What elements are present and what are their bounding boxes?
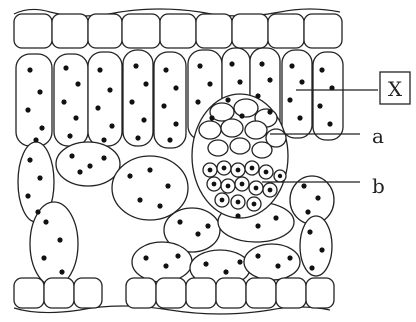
chloroplast-dot bbox=[267, 77, 272, 82]
chloroplast-dot bbox=[97, 67, 102, 72]
chloroplast-dot bbox=[237, 259, 242, 264]
chloroplast-dot bbox=[37, 175, 42, 180]
lower-epidermis bbox=[14, 278, 334, 308]
chloroplast-dot bbox=[239, 113, 244, 118]
chloroplast-dot bbox=[275, 263, 280, 268]
chloroplast-dot bbox=[157, 203, 162, 208]
chloroplast-dot bbox=[141, 117, 146, 122]
chloroplast-dot bbox=[177, 219, 182, 224]
chloroplast-dot bbox=[163, 67, 168, 72]
chloroplast-dot bbox=[173, 85, 178, 90]
chloroplast-dot bbox=[163, 263, 168, 268]
chloroplast-dot bbox=[267, 109, 272, 114]
chloroplast-dot bbox=[225, 97, 230, 102]
chloroplast-dot bbox=[167, 137, 172, 142]
chloroplast-dot bbox=[63, 65, 68, 70]
chloroplast-dot bbox=[207, 81, 212, 86]
chloroplast-dot bbox=[25, 107, 30, 112]
chloroplast-dot bbox=[173, 121, 178, 126]
chloroplast-dot bbox=[259, 61, 264, 66]
chloroplast-dot bbox=[209, 115, 214, 120]
chloroplast-dot bbox=[297, 115, 302, 120]
chloroplast-dot bbox=[37, 89, 42, 94]
chloroplast-dot bbox=[307, 229, 312, 234]
chloroplast-dot bbox=[43, 219, 48, 224]
chloroplast-dot bbox=[229, 61, 234, 66]
chloroplast-dot bbox=[127, 173, 132, 178]
chloroplast-dot bbox=[309, 265, 314, 270]
chloroplast-dot bbox=[143, 255, 148, 260]
chloroplast-dot bbox=[75, 81, 80, 86]
chloroplast-dot bbox=[223, 269, 228, 274]
chloroplast-dot bbox=[301, 183, 306, 188]
chloroplast-dot bbox=[237, 79, 242, 84]
label-x: X bbox=[388, 77, 403, 101]
chloroplast-dot bbox=[33, 137, 38, 142]
chloroplast-dot bbox=[317, 103, 322, 108]
chloroplast-dot bbox=[73, 115, 78, 120]
chloroplast-dot bbox=[101, 155, 106, 160]
chloroplast-dot bbox=[35, 209, 40, 214]
chloroplast-dot bbox=[319, 247, 324, 252]
chloroplast-dot bbox=[129, 99, 134, 104]
chloroplast-dot bbox=[203, 261, 208, 266]
chloroplast-dot bbox=[143, 81, 148, 86]
chloroplast-dot bbox=[95, 105, 100, 110]
chloroplast-dot bbox=[305, 209, 310, 214]
chloroplast-dot bbox=[255, 93, 260, 98]
vascular-bundle bbox=[192, 94, 288, 218]
chloroplast-dot bbox=[101, 137, 106, 142]
chloroplast-dot bbox=[287, 97, 292, 102]
chloroplast-dot bbox=[195, 231, 200, 236]
chloroplast-dot bbox=[59, 269, 64, 274]
chloroplast-dot bbox=[327, 121, 332, 126]
chloroplast-dot bbox=[255, 253, 260, 258]
chloroplast-dot bbox=[289, 63, 294, 68]
chloroplast-dot bbox=[195, 99, 200, 104]
chloroplast-dot bbox=[107, 87, 112, 92]
chloroplast-dot bbox=[315, 195, 320, 200]
chloroplast-dot bbox=[165, 183, 170, 188]
chloroplast-dot bbox=[287, 255, 292, 260]
chloroplast-dot bbox=[133, 63, 138, 68]
chloroplast-dot bbox=[57, 237, 62, 242]
chloroplast-dot bbox=[27, 67, 32, 72]
chloroplast-dot bbox=[147, 167, 152, 172]
chloroplast-dot bbox=[175, 253, 180, 258]
chloroplast-dot bbox=[205, 223, 210, 228]
chloroplast-dot bbox=[135, 135, 140, 140]
palisade-layer bbox=[16, 48, 343, 148]
chloroplast-dot bbox=[255, 223, 260, 228]
chloroplast-dot bbox=[77, 169, 82, 174]
upper-epidermis bbox=[14, 14, 342, 48]
chloroplast-dot bbox=[41, 255, 46, 260]
chloroplast-dot bbox=[69, 153, 74, 158]
chloroplast-dot bbox=[299, 79, 304, 84]
chloroplast-dot bbox=[27, 157, 32, 162]
chloroplast-dot bbox=[137, 197, 142, 202]
label-b: b bbox=[372, 174, 385, 198]
chloroplast-dot bbox=[273, 215, 278, 220]
chloroplast-dot bbox=[197, 63, 202, 68]
chloroplast-dot bbox=[235, 213, 240, 218]
chloroplast-dot bbox=[61, 99, 66, 104]
chloroplast-dot bbox=[39, 125, 44, 130]
chloroplast-dot bbox=[67, 133, 72, 138]
label-a: a bbox=[372, 124, 384, 148]
chloroplast-dot bbox=[87, 163, 92, 168]
chloroplast-dot bbox=[319, 67, 324, 72]
chloroplast-dot bbox=[25, 193, 30, 198]
chloroplast-dot bbox=[161, 103, 166, 108]
chloroplast-dot bbox=[109, 123, 114, 128]
